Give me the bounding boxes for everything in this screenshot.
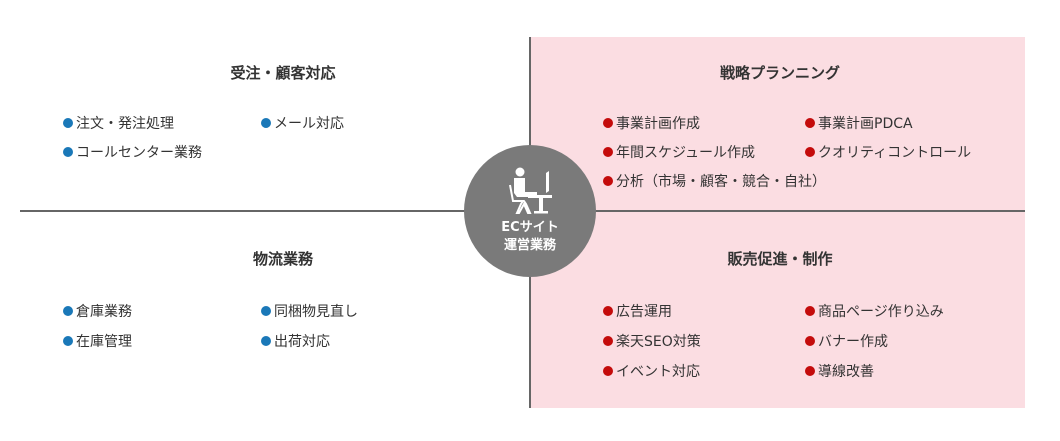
item-label: 事業計画PDCA — [818, 116, 913, 132]
list-item: メール対応 — [261, 113, 344, 133]
item-label: メール対応 — [274, 116, 344, 132]
bullet-icon — [603, 147, 613, 157]
list-item: コールセンター業務 — [63, 142, 202, 162]
item-label: 広告運用 — [616, 304, 672, 320]
bullet-icon — [603, 306, 613, 316]
list-item: 分析（市場・顧客・競合・自社） — [603, 171, 826, 191]
quadrant-title-order: 受注・顧客対応 — [230, 64, 336, 82]
list-item: 楽天SEO対策 — [603, 331, 701, 351]
item-label: 注文・発注処理 — [76, 116, 174, 132]
item-label: 倉庫業務 — [76, 304, 132, 320]
bullet-icon — [805, 336, 815, 346]
person-at-desk-icon — [509, 167, 552, 214]
list-item: 広告運用 — [603, 301, 672, 321]
item-label: 在庫管理 — [76, 334, 132, 350]
list-item: 事業計画PDCA — [805, 113, 913, 133]
list-item: 導線改善 — [805, 361, 874, 381]
list-item: 商品ページ作り込み — [805, 301, 944, 321]
bullet-icon — [603, 336, 613, 346]
bullet-icon — [63, 147, 73, 157]
quadrant-title-sales: 販売促進・制作 — [727, 250, 833, 268]
list-item: 在庫管理 — [63, 331, 132, 351]
list-item: クオリティコントロール — [805, 142, 971, 162]
bullet-icon — [805, 366, 815, 376]
bullet-icon — [603, 176, 613, 186]
quadrant-title-logistics: 物流業務 — [252, 250, 313, 268]
quadrant-title-strategy: 戦略プランニング — [719, 64, 840, 82]
item-label: 年間スケジュール作成 — [616, 145, 756, 161]
list-item: 出荷対応 — [261, 331, 330, 351]
bullet-icon — [63, 118, 73, 128]
bullet-icon — [261, 336, 271, 346]
item-label: イベント対応 — [616, 364, 700, 380]
list-item: 年間スケジュール作成 — [603, 142, 755, 162]
item-label: 同梱物見直し — [274, 304, 358, 320]
list-item: バナー作成 — [805, 331, 888, 351]
list-item: 同梱物見直し — [261, 301, 358, 321]
bullet-icon — [261, 306, 271, 316]
item-label: コールセンター業務 — [76, 145, 202, 161]
bullet-icon — [261, 118, 271, 128]
bullet-icon — [805, 147, 815, 157]
strategy-sales-background — [530, 37, 1025, 408]
item-label: バナー作成 — [818, 334, 888, 350]
bullet-icon — [63, 306, 73, 316]
bullet-icon — [603, 366, 613, 376]
item-label: 分析（市場・顧客・競合・自社） — [616, 174, 826, 190]
item-label: 楽天SEO対策 — [616, 334, 701, 350]
list-item: 注文・発注処理 — [63, 113, 174, 133]
center-label-line1: ECサイト — [501, 220, 559, 235]
bullet-icon — [63, 336, 73, 346]
center-label: ECサイト 運営業務 — [464, 219, 596, 255]
bullet-icon — [805, 118, 815, 128]
center-badge: ECサイト 運営業務 — [464, 145, 596, 277]
item-label: 導線改善 — [818, 364, 874, 380]
list-item: 事業計画作成 — [603, 113, 700, 133]
list-item: イベント対応 — [603, 361, 700, 381]
item-label: クオリティコントロール — [818, 145, 972, 161]
bullet-icon — [805, 306, 815, 316]
item-label: 商品ページ作り込み — [818, 304, 944, 320]
bullet-icon — [603, 118, 613, 128]
item-label: 出荷対応 — [274, 334, 330, 350]
center-label-line2: 運営業務 — [503, 238, 556, 253]
item-label: 事業計画作成 — [616, 116, 700, 132]
list-item: 倉庫業務 — [63, 301, 132, 321]
